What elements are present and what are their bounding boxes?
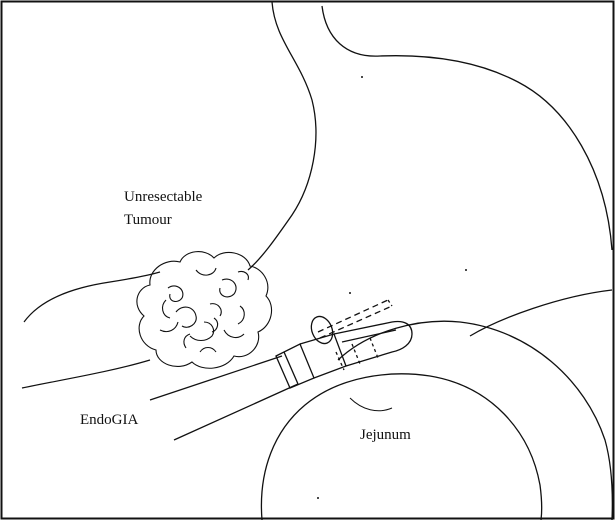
jejunum-outer <box>338 321 612 520</box>
jejunum-fold <box>350 398 392 411</box>
speck <box>465 269 467 271</box>
body-contour-upper <box>24 272 160 322</box>
body-contour-lower <box>22 360 150 388</box>
tumour-mass <box>137 252 272 369</box>
tumour-label: Unresectable Tumour <box>124 186 202 232</box>
stomach-left-wall <box>248 2 316 270</box>
jejunum-label: Jejunum <box>360 424 411 447</box>
tumour-label-line2: Tumour <box>124 209 202 232</box>
tumour-label-line1: Unresectable <box>124 186 202 209</box>
endogia-label: EndoGIA <box>80 409 138 432</box>
speck <box>361 76 363 78</box>
endogia-stapler <box>150 300 412 440</box>
speck <box>317 497 319 499</box>
speck <box>349 292 351 294</box>
stomach-right-wall <box>322 6 612 250</box>
